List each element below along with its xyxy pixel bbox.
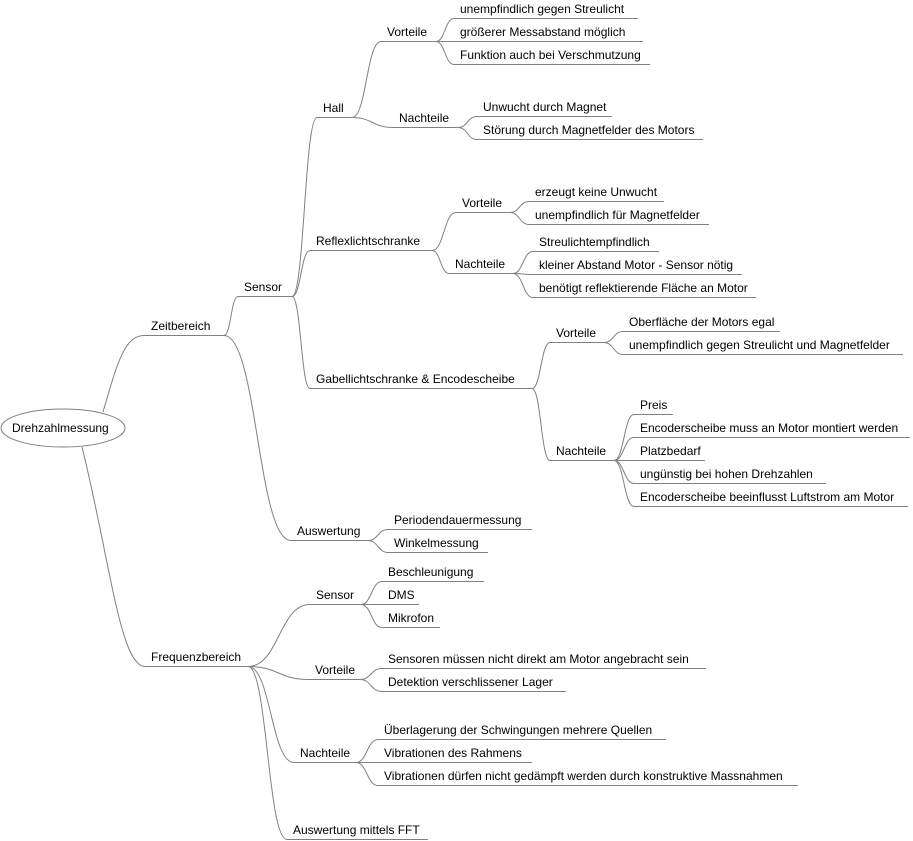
node-hall-vorteil-2: größerer Messabstand möglich bbox=[460, 25, 626, 39]
link-refl_v2 bbox=[509, 212, 530, 225]
link-hall_nachteile bbox=[351, 117, 394, 128]
node-refl-nachteile: Nachteile bbox=[455, 257, 506, 271]
link-hall_n1 bbox=[457, 116, 478, 128]
link-refl_nachteile bbox=[431, 250, 450, 274]
node-auswertung: Auswertung bbox=[297, 524, 361, 538]
link-refl_n3 bbox=[512, 273, 534, 298]
node-refl-nachteil-1: Streulichtempfindlich bbox=[539, 235, 650, 249]
link-refl_n1 bbox=[512, 251, 534, 274]
node-auswertung-fft: Auswertung mittels FFT bbox=[293, 823, 420, 837]
node-gabel-vorteile: Vorteile bbox=[556, 326, 597, 340]
link-f_nachteile bbox=[247, 666, 295, 763]
root-node-label: Drehzahlmessung bbox=[12, 421, 109, 435]
node-hall-nachteile: Nachteile bbox=[399, 111, 450, 125]
node-gabel-nachteil-1: Preis bbox=[640, 398, 668, 412]
node-gabel-nachteil-3: Platzbedarf bbox=[640, 444, 701, 458]
node-refl-nachteil-3: benötigt reflektierende Fläche an Motor bbox=[539, 281, 748, 295]
node-hall-nachteil-1: Unwucht durch Magnet bbox=[483, 100, 607, 114]
link-gabel bbox=[291, 296, 311, 389]
link-hall bbox=[291, 117, 318, 297]
node-f-nachteil-1: Überlagerung der Schwingungen mehrere Qu… bbox=[384, 723, 653, 737]
node-f-vorteil-2: Detektion verschlissener Lager bbox=[388, 675, 553, 689]
node-hall: Hall bbox=[323, 101, 344, 115]
link-f_vorteile bbox=[247, 666, 310, 680]
link-gabel_n1 bbox=[613, 414, 635, 461]
node-sensor-zeitbereich: Sensor bbox=[244, 280, 283, 294]
link-ausw_1 bbox=[367, 529, 389, 541]
node-auswertung-1: Periodendauermessung bbox=[394, 513, 522, 527]
node-hall-nachteil-2: Störung durch Magnetfelder des Motors bbox=[483, 123, 695, 137]
link-hall_n2 bbox=[457, 127, 478, 140]
node-zeitbereich: Zeitbereich bbox=[151, 319, 211, 333]
link-fft bbox=[247, 666, 288, 840]
link-sensor_f bbox=[247, 604, 311, 667]
node-gabel-nachteil-2: Encoderscheibe muss an Motor montiert we… bbox=[640, 421, 899, 435]
link-hall_vorteile bbox=[351, 41, 382, 118]
node-sensor-frequenzbereich: Sensor bbox=[316, 588, 355, 602]
node-f-vorteil-1: Sensoren müssen nicht direkt am Motor an… bbox=[388, 652, 689, 666]
node-f-vorteile: Vorteile bbox=[315, 663, 356, 677]
node-refl-vorteile: Vorteile bbox=[462, 196, 503, 210]
node-gabel-nachteil-4: ungünstig bei hohen Drehzahlen bbox=[640, 467, 813, 481]
link-gabel_n4 bbox=[613, 460, 635, 484]
link-refl bbox=[291, 250, 311, 297]
node-f-nachteil-3: Vibrationen dürfen nicht gedämpft werden… bbox=[384, 769, 783, 783]
link-gabel_n2 bbox=[613, 437, 635, 461]
node-refl-nachteil-2: kleiner Abstand Motor - Sensor nötig bbox=[539, 258, 734, 272]
node-gabel-nachteil-5: Encoderscheibe beeinflusst Luftstrom am … bbox=[640, 490, 895, 504]
link-zeitbereich bbox=[102, 334, 146, 413]
node-sensor-f-3: Mikrofon bbox=[388, 611, 435, 625]
node-sensor-f-2: DMS bbox=[388, 588, 415, 602]
link-auswertung bbox=[223, 335, 292, 541]
link-fn_1 bbox=[355, 739, 379, 763]
node-refl-vorteil-2: unempfindlich für Magnetfelder bbox=[535, 208, 700, 222]
node-gabel-vorteil-2: unempfindlich gegen Streulicht und Magne… bbox=[629, 338, 890, 352]
link-gabel_v2 bbox=[603, 342, 624, 355]
node-gabel-vorteil-1: Oberfläche der Motors egal bbox=[629, 315, 775, 329]
node-frequenzbereich: Frequenzbereich bbox=[151, 650, 242, 664]
link-sensor_z bbox=[223, 296, 239, 336]
link-ausw_2 bbox=[367, 540, 389, 553]
link-hall_v3 bbox=[435, 41, 455, 65]
link-gabel_nachteile bbox=[531, 388, 551, 461]
link-gabel_n5 bbox=[613, 460, 635, 507]
link-frequenzbereich bbox=[81, 446, 146, 667]
link-gabel_vorteile bbox=[531, 342, 551, 389]
node-hall-vorteil-1: unempfindlich gegen Streulicht bbox=[460, 2, 625, 16]
link-fv_1 bbox=[359, 668, 383, 680]
link-sf_3 bbox=[360, 604, 383, 628]
node-reflexlichtschranke: Reflexlichtschranke bbox=[316, 234, 421, 248]
node-gabel-nachteile: Nachteile bbox=[556, 444, 607, 458]
node-sensor-f-1: Beschleunigung bbox=[388, 565, 474, 579]
node-refl-vorteil-1: erzeugt keine Unwucht bbox=[535, 185, 658, 199]
root-node-ellipse bbox=[0, 408, 126, 448]
link-gabel_v1 bbox=[603, 331, 624, 343]
link-refl_vorteile bbox=[431, 212, 457, 251]
node-hall-vorteile: Vorteile bbox=[387, 25, 428, 39]
node-f-nachteil-2: Vibrationen des Rahmens bbox=[384, 746, 522, 760]
link-fn_3 bbox=[355, 762, 379, 786]
node-gabellichtschranke: Gabellichtschranke & Encodescheibe bbox=[316, 372, 515, 386]
node-f-nachteile: Nachteile bbox=[300, 746, 351, 760]
link-sf_1 bbox=[360, 581, 383, 605]
node-auswertung-2: Winkelmessung bbox=[394, 536, 479, 550]
link-refl_v1 bbox=[509, 201, 530, 213]
link-fv_2 bbox=[359, 679, 383, 692]
node-hall-vorteil-3: Funktion auch bei Verschmutzung bbox=[460, 48, 641, 62]
link-hall_v1 bbox=[435, 18, 455, 42]
